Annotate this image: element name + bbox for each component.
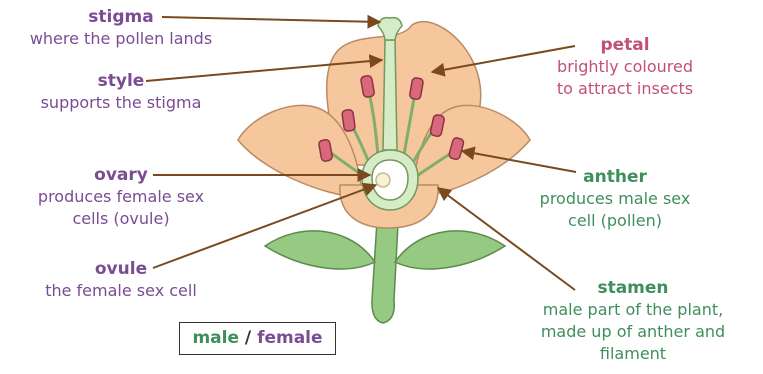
- ovule-description: the female sex cell: [10, 280, 232, 302]
- stigma-description: where the pollen lands: [10, 28, 232, 50]
- stamen-description-line-3: filament: [508, 343, 758, 365]
- ovary-description-line-2: cells (ovule): [10, 208, 232, 230]
- anther-2: [342, 109, 356, 131]
- label-ovule: ovule the female sex cell: [10, 258, 232, 302]
- left-leaf: [265, 231, 375, 269]
- ovary-description-line-1: produces female sex: [10, 186, 232, 208]
- style-term: style: [10, 70, 232, 92]
- label-stamen: stamen male part of the plant, made up o…: [508, 277, 758, 365]
- legend-male: male: [192, 328, 239, 348]
- stamen-description-line-2: made up of anther and: [508, 321, 758, 343]
- label-stigma: stigma where the pollen lands: [10, 6, 232, 50]
- style-shape: [383, 40, 397, 150]
- legend-separator: /: [239, 328, 257, 348]
- label-style: style supports the stigma: [10, 70, 232, 114]
- petal-description-line-2: to attract insects: [520, 78, 730, 100]
- right-leaf: [395, 231, 505, 269]
- ovary-term: ovary: [10, 164, 232, 186]
- anther-term: anther: [515, 166, 715, 188]
- petal-description-line-1: brightly coloured: [520, 56, 730, 78]
- style-description: supports the stigma: [10, 92, 232, 114]
- stigma-term: stigma: [10, 6, 232, 28]
- legend-female: female: [257, 328, 322, 348]
- ovule-term: ovule: [10, 258, 232, 280]
- anther-description-line-2: cell (pollen): [515, 210, 715, 232]
- anther-description-line-1: produces male sex: [515, 188, 715, 210]
- stamen-description-line-1: male part of the plant,: [508, 299, 758, 321]
- stamen-term: stamen: [508, 277, 758, 299]
- petal-term: petal: [520, 34, 730, 56]
- legend-box: male / female: [179, 322, 336, 355]
- label-petal: petal brightly coloured to attract insec…: [520, 34, 730, 100]
- label-ovary: ovary produces female sex cells (ovule): [10, 164, 232, 230]
- label-anther: anther produces male sex cell (pollen): [515, 166, 715, 232]
- ovule-shape: [376, 173, 390, 187]
